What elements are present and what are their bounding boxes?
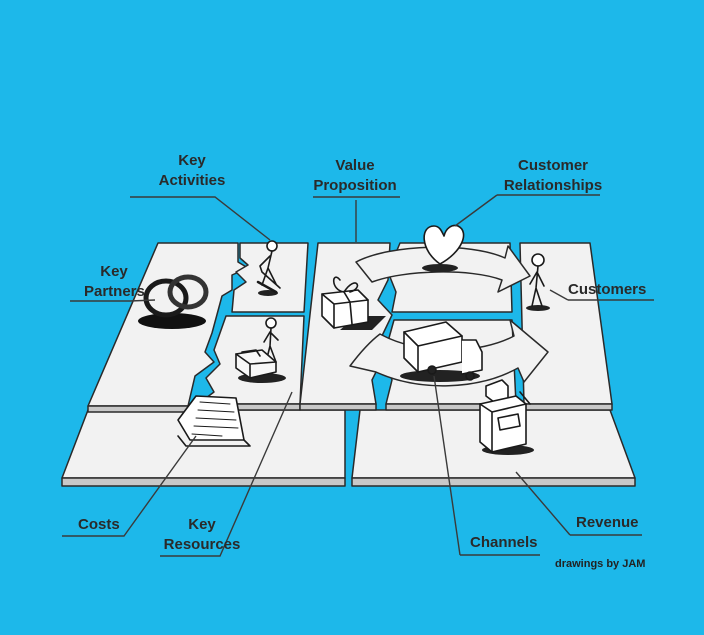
gift-icon: [321, 276, 386, 330]
costs-tile: [61, 409, 346, 487]
label-customer-relationships: Customer Relationships: [503, 157, 603, 194]
leader-key-partners: [70, 299, 156, 302]
leader-key-activities: [130, 196, 271, 241]
label-revenue: Revenue: [576, 514, 639, 531]
drawings-credit: drawings by JAM: [555, 558, 646, 570]
leader-costs: [62, 435, 197, 537]
leader-key-resources: [160, 391, 293, 557]
cash-register-icon: [479, 379, 534, 455]
leader-customer-relationships: [454, 194, 498, 227]
leader-lines: [62, 194, 654, 557]
leader-channels: [433, 375, 461, 556]
rings-icon: [138, 274, 209, 329]
customer-person-icon: [526, 253, 550, 311]
label-value-proposition: Value Proposition: [313, 157, 397, 194]
worker-icon: [256, 240, 281, 296]
label-customers: Customers: [568, 281, 647, 298]
key-activities-tile: [231, 242, 309, 313]
label-key-resources: Key Resources: [163, 516, 241, 553]
label-costs: Costs: [78, 516, 120, 533]
label-key-partners: Key Partners: [84, 263, 145, 300]
leader-revenue: [515, 471, 571, 536]
customers-tile: [519, 242, 613, 411]
heart-icon: [422, 224, 465, 272]
person-at-machine-icon: [235, 317, 286, 383]
leader-customers: [549, 289, 569, 301]
truck-icon: [400, 321, 483, 382]
label-key-activities: Key Activities: [158, 152, 226, 189]
label-channels: Channels: [470, 534, 538, 551]
document-icon: [177, 395, 251, 447]
